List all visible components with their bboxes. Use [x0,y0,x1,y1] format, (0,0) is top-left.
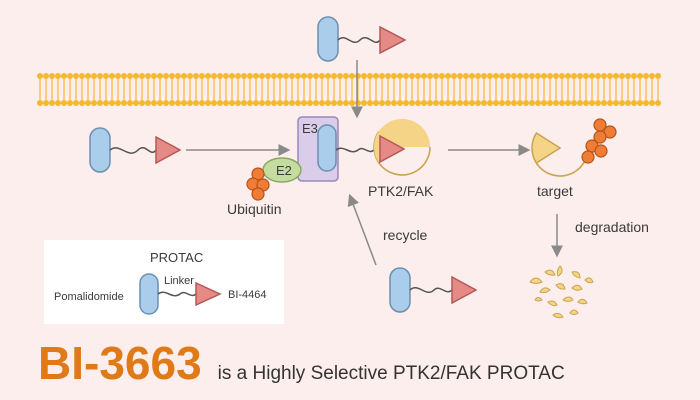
ubiquitinated-target: target [531,118,617,199]
target-label: target [537,183,573,199]
ubiquitin-chain [246,167,270,201]
protac-ligand-in-complex [317,124,337,172]
legend-left-ligand: Pomalidomide [54,291,124,303]
e3-label: E3 [302,121,318,136]
legend-right-ligand-shape [195,281,222,307]
protac-left [89,127,182,173]
headline: BI-3663 is a Highly Selective PTK2/FAK PR… [38,336,565,390]
arrow-recycle [347,193,377,266]
ubiquitin-label: Ubiquitin [227,201,281,217]
e2-label: E2 [276,163,292,178]
legend-canvas: PROTAC Pomalidomide Linker BI-4464 [54,250,267,315]
legend-left-ligand-shape [139,273,159,315]
degradation-label: degradation [575,219,649,235]
headline-description: is a Highly Selective PTK2/FAK PROTAC [217,363,565,384]
legend-linker: Linker [164,275,194,287]
protac-legend: PROTAC Pomalidomide Linker BI-4464 [44,240,284,324]
cell-membrane [37,73,661,106]
legend-linker-line [157,291,197,297]
ubiquitin-tag [581,118,617,164]
compound-name: BI-3663 [38,337,202,389]
protac-recycled [389,267,478,313]
degraded-fragments [529,265,594,319]
ptk2-fak-label: PTK2/FAK [368,183,434,199]
legend-right-ligand: BI-4464 [228,289,267,301]
legend-title: PROTAC [150,250,203,265]
protac-top [317,16,407,62]
recycle-label: recycle [383,227,428,243]
ternary-complex: E3 E2 Ubiquitin PTK2/FAK [227,116,434,217]
